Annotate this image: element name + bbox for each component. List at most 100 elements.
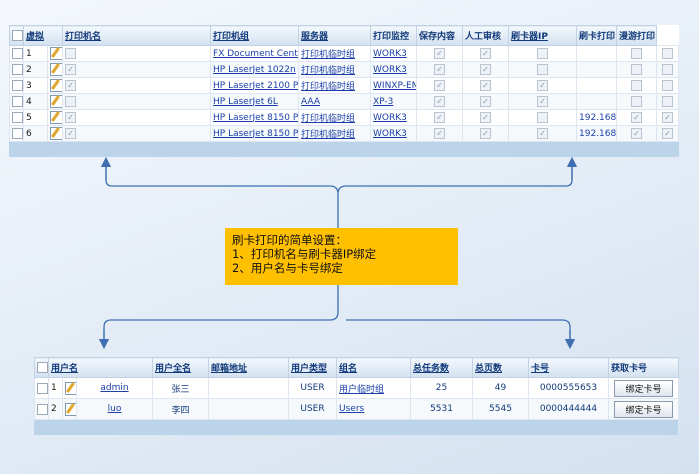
- username-link[interactable]: admin: [100, 383, 129, 393]
- audit-checkbox[interactable]: [537, 64, 549, 75]
- monitor-cell[interactable]: [416, 125, 464, 142]
- edit-icon[interactable]: [46, 93, 64, 110]
- audit-cell[interactable]: [508, 93, 578, 110]
- row-checkbox[interactable]: [37, 403, 48, 415]
- audit-checkbox[interactable]: [537, 128, 549, 139]
- printer-group-link[interactable]: 打印机临时组: [301, 50, 356, 60]
- roam-checkbox[interactable]: [662, 96, 673, 107]
- audit-cell[interactable]: [508, 61, 578, 78]
- card-checkbox[interactable]: [631, 48, 643, 59]
- virtual-checkbox[interactable]: [65, 48, 77, 59]
- virtual-checkbox[interactable]: [65, 128, 77, 139]
- save-checkbox[interactable]: [480, 48, 492, 59]
- printer-row[interactable]: 6HP LaserJet 8150 PS打印机临时组WORK3192.168.1…: [9, 125, 679, 142]
- printer-group-link[interactable]: 打印机临时组: [301, 82, 356, 92]
- server-link[interactable]: WORK3: [373, 112, 407, 123]
- select-all-users-checkbox[interactable]: [34, 357, 49, 378]
- row-checkbox[interactable]: [12, 80, 23, 91]
- username-cell[interactable]: luo: [76, 398, 153, 420]
- monitor-checkbox[interactable]: [434, 96, 446, 107]
- printer-name-link[interactable]: HP LaserJet 2100 PCL6: [213, 80, 299, 91]
- roam-checkbox[interactable]: [662, 128, 673, 139]
- printer-name-link[interactable]: HP LaserJet 8150 PCL 6: [213, 112, 299, 123]
- row-checkbox[interactable]: [12, 112, 23, 123]
- col-group[interactable]: 组名: [336, 357, 411, 378]
- printer-name-cell[interactable]: HP LaserJet 8150 PS: [210, 125, 300, 142]
- server-link[interactable]: WINXP-EN-VM: [373, 80, 416, 91]
- roam-print-cell[interactable]: [656, 109, 679, 126]
- edit-icon[interactable]: [62, 398, 77, 420]
- group-cell[interactable]: 用户临时组: [336, 377, 411, 399]
- col-card-number[interactable]: 卡号: [528, 357, 609, 378]
- col-virtual[interactable]: 虚拟: [22, 25, 64, 46]
- row-select[interactable]: [34, 377, 49, 399]
- virtual-cell[interactable]: [62, 125, 212, 142]
- audit-checkbox[interactable]: [537, 48, 549, 59]
- row-checkbox[interactable]: [12, 128, 23, 139]
- card-checkbox[interactable]: [631, 112, 643, 123]
- col-user-type[interactable]: 用户类型: [288, 357, 337, 378]
- username-cell[interactable]: admin: [76, 377, 153, 399]
- monitor-checkbox[interactable]: [434, 64, 446, 75]
- save-checkbox[interactable]: [480, 112, 492, 123]
- row-checkbox[interactable]: [12, 48, 23, 59]
- save-checkbox[interactable]: [480, 96, 492, 107]
- printer-row[interactable]: 3HP LaserJet 2100 PCL6打印机临时组WINXP-EN-VM: [9, 77, 679, 94]
- monitor-cell[interactable]: [416, 93, 464, 110]
- col-fullname[interactable]: 用户全名: [152, 357, 209, 378]
- card-print-cell[interactable]: [616, 93, 658, 110]
- roam-print-cell[interactable]: [656, 125, 679, 142]
- col-server[interactable]: 服务器: [298, 25, 372, 46]
- roam-checkbox[interactable]: [662, 112, 673, 123]
- card-checkbox[interactable]: [631, 96, 643, 107]
- virtual-checkbox[interactable]: [65, 64, 77, 75]
- card-checkbox[interactable]: [631, 80, 643, 91]
- save-checkbox[interactable]: [480, 128, 492, 139]
- group-link[interactable]: Users: [339, 404, 365, 414]
- printer-group-link[interactable]: 打印机临时组: [301, 66, 356, 76]
- row-checkbox[interactable]: [12, 64, 23, 75]
- roam-checkbox[interactable]: [662, 80, 673, 91]
- printer-group-link[interactable]: 打印机临时组: [301, 130, 356, 140]
- audit-checkbox[interactable]: [537, 112, 549, 123]
- monitor-checkbox[interactable]: [434, 80, 446, 91]
- save-cell[interactable]: [462, 93, 510, 110]
- username-link[interactable]: luo: [107, 404, 122, 414]
- audit-cell[interactable]: [508, 125, 578, 142]
- virtual-checkbox[interactable]: [65, 112, 77, 123]
- monitor-checkbox[interactable]: [434, 112, 446, 123]
- roam-checkbox[interactable]: [662, 64, 673, 75]
- printer-group-link[interactable]: 打印机临时组: [301, 114, 356, 124]
- printer-name-link[interactable]: HP LaserJet 6L: [213, 96, 278, 107]
- row-select[interactable]: [34, 398, 49, 420]
- roam-print-cell[interactable]: [656, 61, 679, 78]
- col-email[interactable]: 邮箱地址: [208, 357, 289, 378]
- save-cell[interactable]: [462, 61, 510, 78]
- server-cell[interactable]: XP-3: [370, 93, 418, 110]
- col-total-pages[interactable]: 总页数: [472, 357, 529, 378]
- card-checkbox[interactable]: [631, 128, 643, 139]
- printer-group-link[interactable]: AAA: [301, 96, 320, 107]
- row-checkbox[interactable]: [37, 382, 48, 394]
- bind-card-cell[interactable]: 绑定卡号: [608, 377, 679, 399]
- col-printer-name[interactable]: 打印机名: [62, 25, 212, 46]
- virtual-checkbox[interactable]: [65, 80, 77, 91]
- monitor-cell[interactable]: [416, 45, 464, 62]
- printer-name-link[interactable]: FX Document Centre 336 PCL 6: [213, 48, 298, 59]
- virtual-checkbox[interactable]: [65, 96, 77, 107]
- audit-checkbox[interactable]: [537, 96, 549, 107]
- server-link[interactable]: WORK3: [373, 48, 407, 59]
- audit-checkbox[interactable]: [537, 80, 549, 91]
- monitor-checkbox[interactable]: [434, 48, 446, 59]
- bind-card-button[interactable]: 绑定卡号: [614, 379, 673, 397]
- save-checkbox[interactable]: [480, 64, 492, 75]
- printer-row[interactable]: 1FX Document Centre 336 PCL 6打印机临时组WORK3: [9, 45, 679, 62]
- server-link[interactable]: WORK3: [373, 64, 407, 75]
- printer-row[interactable]: 5HP LaserJet 8150 PCL 6打印机临时组WORK3192.16…: [9, 109, 679, 126]
- server-link[interactable]: XP-3: [373, 96, 394, 107]
- group-cell[interactable]: Users: [336, 398, 411, 420]
- roam-checkbox[interactable]: [662, 48, 673, 59]
